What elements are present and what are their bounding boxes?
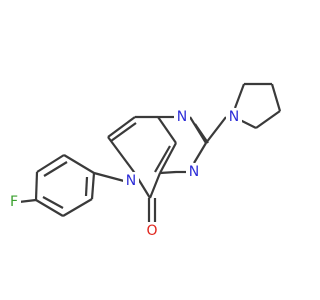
label-background — [186, 163, 202, 181]
label-background — [174, 108, 190, 126]
bond — [34, 171, 39, 201]
bond — [205, 116, 227, 144]
bond — [270, 83, 282, 112]
bond — [36, 154, 65, 173]
bond — [84, 176, 89, 197]
bond — [193, 142, 207, 164]
atom-n-pyrrolidine-label: N — [229, 109, 239, 125]
bond — [233, 83, 246, 109]
bond — [93, 171, 125, 183]
bond — [35, 199, 64, 217]
atom-n1-label: N — [177, 109, 187, 125]
bond-group — [18, 82, 282, 222]
atom-n3-label: N — [189, 164, 199, 180]
bond — [62, 198, 93, 217]
bond — [148, 172, 162, 199]
bond — [90, 172, 96, 200]
bond — [43, 161, 68, 177]
molecule-diagram: N N N N O F — [7, 82, 282, 240]
bond — [157, 116, 177, 144]
bond — [110, 122, 137, 142]
atom-n6-label: N — [126, 173, 136, 189]
bond — [18, 198, 37, 204]
label-background — [144, 222, 160, 240]
label-background — [226, 108, 242, 126]
atom-oxygen-label: O — [146, 223, 157, 239]
bond — [107, 116, 136, 138]
bond — [159, 142, 177, 174]
bond — [107, 136, 135, 173]
bond — [194, 123, 209, 144]
atom-labels: N N N N O F — [7, 108, 242, 240]
label-background — [123, 172, 139, 190]
bond — [255, 110, 281, 129]
label-background — [7, 193, 21, 211]
bond — [42, 196, 64, 209]
bond — [159, 170, 177, 175]
structure-drawing: N N N N O F — [7, 82, 282, 240]
atom-fluorine-label: F — [10, 194, 18, 210]
bond — [63, 154, 95, 174]
bond — [154, 145, 171, 173]
